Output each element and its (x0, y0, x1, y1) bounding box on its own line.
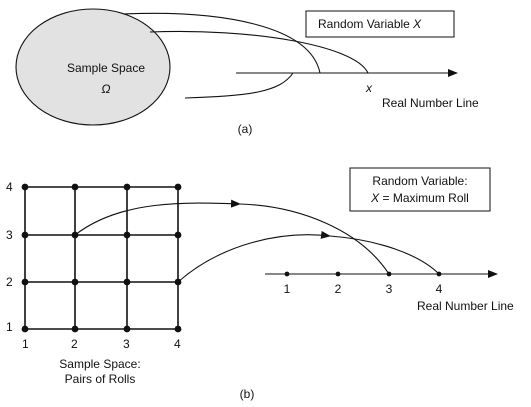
mapping-curve-2 (149, 30, 369, 74)
sample-space-caption-line2: Pairs of Rolls (65, 372, 136, 386)
mapping-arrow-4-2-end (329, 235, 440, 275)
mapping-arrow-2-3-end (239, 203, 390, 275)
sample-space-ellipse (15, 8, 171, 126)
x-marker: x (365, 81, 373, 95)
tick-label-3: 3 (386, 282, 393, 296)
mapping-arrow-2-3-start (74, 199, 241, 236)
mapping-curve-1 (122, 12, 321, 74)
tick-label-4: 4 (436, 282, 443, 296)
caption-a: (a) (238, 122, 253, 136)
row-label-2: 2 (6, 275, 13, 289)
row-label-3: 3 (6, 228, 13, 242)
part-b: 4 3 2 1 1 2 3 4 Sample Space: Pairs of R… (6, 167, 514, 401)
random-variable-line2-b: X = Maximum Roll (370, 191, 469, 205)
part-a: Sample Space Ω x Real Number Line Random… (15, 8, 479, 136)
caption-b: (b) (240, 387, 255, 401)
col-label-2: 2 (71, 337, 78, 351)
col-label-3: 3 (123, 337, 130, 351)
omega-symbol: Ω (101, 82, 110, 96)
random-variable-line1-b: Random Variable: (372, 174, 467, 188)
col-label-4: 4 (174, 337, 181, 351)
mapping-arrow-4-2-start (177, 230, 331, 283)
sample-space-label: Sample Space (67, 61, 145, 75)
real-line-label-a: Real Number Line (382, 96, 479, 110)
col-label-1: 1 (22, 337, 29, 351)
row-label-4: 4 (6, 180, 13, 194)
tick-label-2: 2 (335, 282, 342, 296)
random-variable-box-b (349, 167, 491, 212)
row-label-1: 1 (6, 320, 13, 334)
sample-space-grid (24, 186, 179, 330)
real-line-label-b: Real Number Line (417, 299, 514, 313)
sample-space-caption-line1: Sample Space: (59, 357, 140, 371)
tick-label-1: 1 (284, 282, 291, 296)
sample-space-points (21, 183, 182, 333)
mapping-curve-3 (184, 72, 294, 99)
number-line-points (284, 271, 442, 277)
random-variable-label-a: Random Variable X (318, 17, 422, 31)
random-variable-box-a (305, 10, 455, 38)
